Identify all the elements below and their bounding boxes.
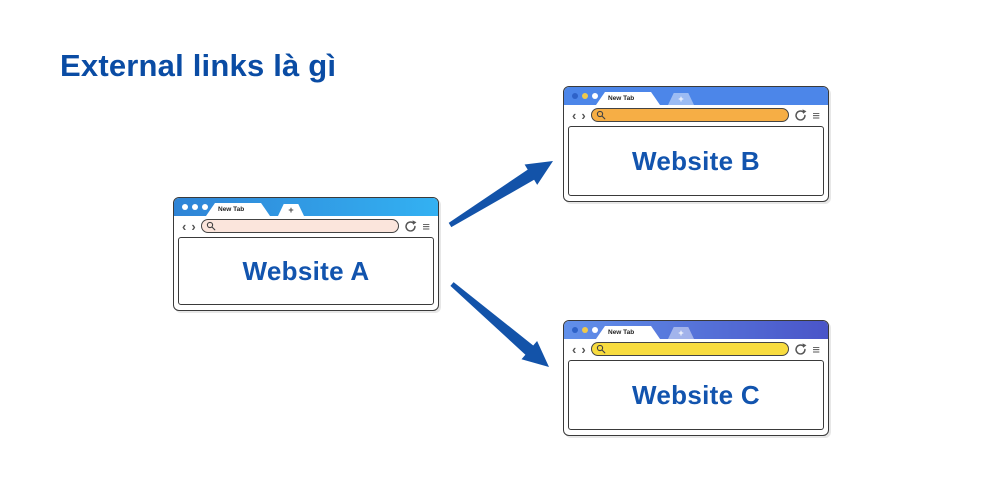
back-icon[interactable]: ‹ xyxy=(182,218,187,234)
forward-icon[interactable]: › xyxy=(581,107,586,123)
url-bar[interactable] xyxy=(590,342,790,356)
reload-icon[interactable] xyxy=(404,219,417,233)
window-header: New Tab + xyxy=(564,321,828,339)
new-tab-button[interactable]: + xyxy=(278,204,304,216)
page-content: Website C xyxy=(568,360,824,430)
menu-icon[interactable]: ≡ xyxy=(812,341,820,357)
traffic-light-dot xyxy=(202,204,208,210)
browser-window-c: New Tab + ‹ › ≡ Website C xyxy=(563,320,829,436)
arrow-a-to-b-icon xyxy=(448,161,553,228)
website-label: Website B xyxy=(632,145,760,176)
browser-toolbar: ‹ › ≡ xyxy=(174,216,438,236)
page-content: Website A xyxy=(178,237,434,305)
page-title: External links là gì xyxy=(60,48,337,83)
search-icon xyxy=(596,110,606,120)
traffic-light-dot xyxy=(582,93,588,99)
new-tab-button[interactable]: + xyxy=(668,93,694,105)
forward-icon[interactable]: › xyxy=(581,341,586,357)
forward-icon[interactable]: › xyxy=(191,218,196,234)
traffic-lights xyxy=(572,93,598,99)
menu-icon[interactable]: ≡ xyxy=(812,107,820,123)
traffic-lights xyxy=(182,204,208,210)
browser-toolbar: ‹ › ≡ xyxy=(564,105,828,125)
browser-tab[interactable]: New Tab xyxy=(596,326,660,339)
reload-icon[interactable] xyxy=(794,342,807,356)
reload-icon[interactable] xyxy=(794,108,807,122)
browser-window-a: New Tab + ‹ › ≡ Website A xyxy=(173,197,439,311)
window-header: New Tab + xyxy=(174,198,438,216)
website-label: Website C xyxy=(632,379,760,410)
window-header: New Tab + xyxy=(564,87,828,105)
traffic-light-dot xyxy=(192,204,198,210)
traffic-light-dot xyxy=(592,93,598,99)
browser-tab[interactable]: New Tab xyxy=(206,203,270,216)
traffic-light-dot xyxy=(182,204,188,210)
url-bar[interactable] xyxy=(590,108,790,122)
traffic-lights xyxy=(572,327,598,333)
traffic-light-dot xyxy=(582,327,588,333)
arrow-a-to-c-icon xyxy=(450,282,549,367)
tab-label: New Tab xyxy=(608,95,635,102)
new-tab-button[interactable]: + xyxy=(668,327,694,339)
back-icon[interactable]: ‹ xyxy=(572,341,577,357)
browser-window-b: New Tab + ‹ › ≡ Website B xyxy=(563,86,829,202)
browser-tab[interactable]: New Tab xyxy=(596,92,660,105)
tab-label: New Tab xyxy=(218,206,245,213)
menu-icon[interactable]: ≡ xyxy=(422,218,430,234)
website-label: Website A xyxy=(242,255,370,286)
traffic-light-dot xyxy=(572,327,578,333)
search-icon xyxy=(596,344,606,354)
search-icon xyxy=(206,221,216,231)
back-icon[interactable]: ‹ xyxy=(572,107,577,123)
tab-label: New Tab xyxy=(608,329,635,336)
traffic-light-dot xyxy=(572,93,578,99)
browser-toolbar: ‹ › ≡ xyxy=(564,339,828,359)
url-bar[interactable] xyxy=(200,219,400,233)
page-content: Website B xyxy=(568,126,824,196)
traffic-light-dot xyxy=(592,327,598,333)
